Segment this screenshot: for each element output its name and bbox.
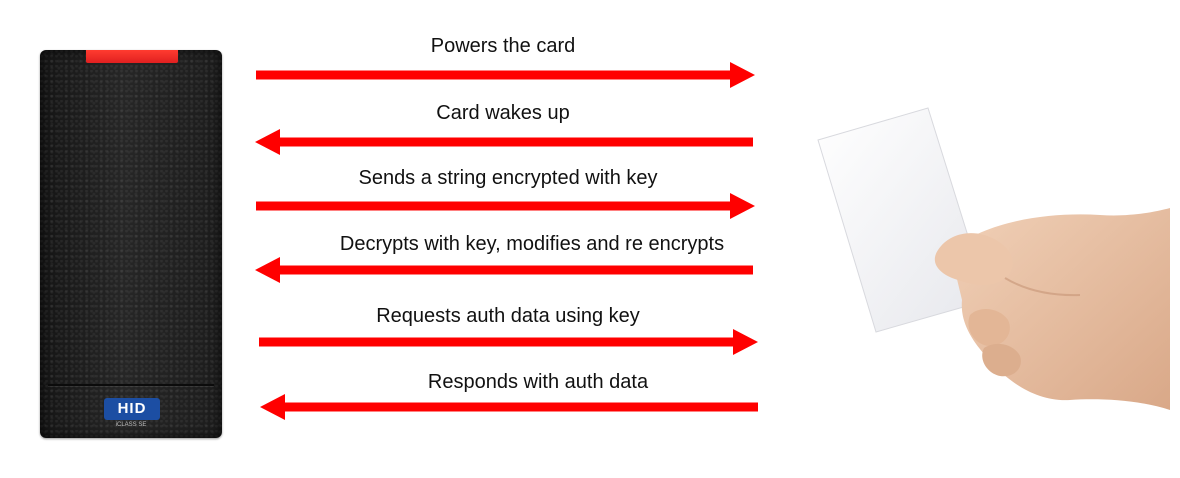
arrow-to-card-3 xyxy=(256,193,755,219)
arrow-to-reader-6 xyxy=(260,394,758,420)
model-label: iCLASS SE xyxy=(115,422,147,428)
brand-logo: HID xyxy=(104,398,160,420)
step-label-5: Requests auth data using key xyxy=(376,305,640,327)
arrow-to-reader-4 xyxy=(255,257,753,283)
step-label-3: Sends a string encrypted with key xyxy=(358,167,658,189)
step-label-2: Card wakes up xyxy=(436,102,570,124)
arrow-to-card-1 xyxy=(256,62,755,88)
status-led xyxy=(86,50,178,63)
hand-holding-card-image xyxy=(817,107,1170,410)
step-label-6: Responds with auth data xyxy=(427,371,649,393)
reader-groove xyxy=(48,384,214,386)
hand xyxy=(934,208,1170,410)
step-label-1: Powers the card xyxy=(430,35,576,57)
arrow-to-reader-2 xyxy=(255,129,753,155)
step-label-4: Decrypts with key, modifies and re encry… xyxy=(339,233,725,255)
card-reader-device: HID iCLASS SE xyxy=(40,50,222,438)
arrow-to-card-5 xyxy=(259,329,758,355)
